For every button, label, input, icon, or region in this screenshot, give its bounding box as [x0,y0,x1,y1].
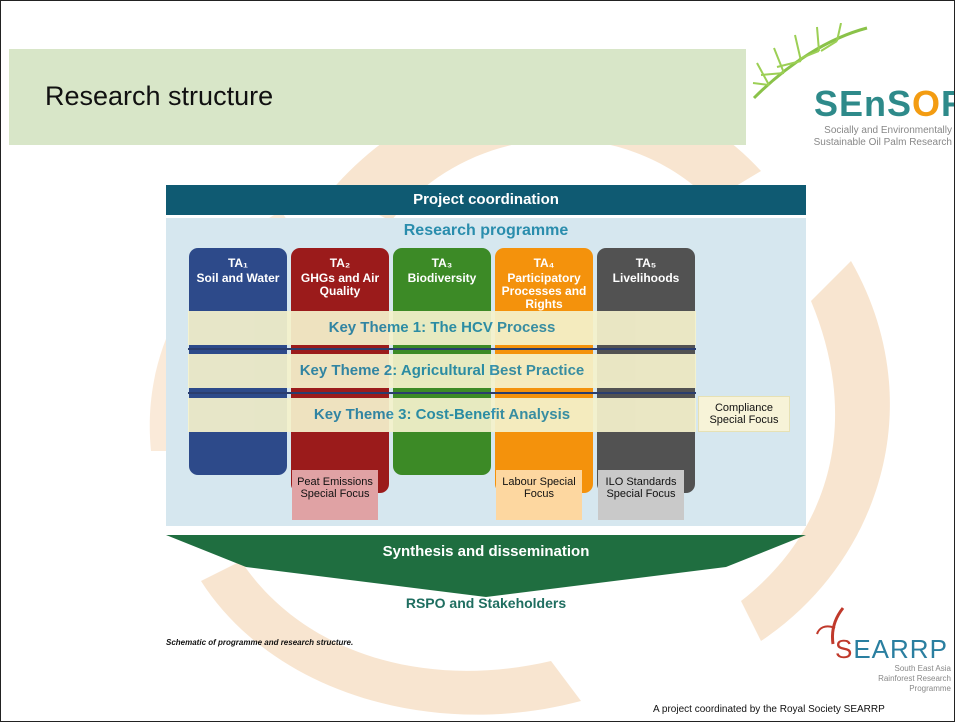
slide-title: Research structure [45,81,274,111]
labour-focus: Labour Special Focus [496,470,582,520]
searrp-wordmark-rest: EARRP [853,634,948,664]
searrp-wordmark: SEARRP [835,634,948,665]
ilo-standards-focus: ILO Standards Special Focus [598,470,684,520]
palm-frond-icon [752,23,868,100]
ta4-name: Participatory Processes and Rights [501,271,587,311]
down-arrow-shape [166,535,806,597]
research-programme-title: Research programme [403,222,569,239]
ta1-number: TA₁ [227,256,249,270]
sensor-wordmark: SEnSOR [814,83,954,125]
theme-divider [188,392,696,394]
diagram-caption: Schematic of programme and research stru… [166,638,354,647]
searrp-wordmark-s: S [835,634,854,664]
sensor-logo: SEnSOR Socially and Environmentally Sust… [749,23,954,158]
ta3-name: Biodiversity [407,271,477,285]
theme-divider [188,348,696,350]
footer-text: A project coordinated by the Royal Socie… [653,704,885,715]
research-structure-diagram: Project coordination Research programme … [166,185,806,625]
key-theme-1: Key Theme 1: The HCV Process [188,311,696,345]
project-coordination-bar: Project coordination [166,185,806,215]
key-theme-3: Key Theme 3: Cost-Benefit Analysis [188,398,696,432]
searrp-logo: SEARRP South East Asia Rainforest Resear… [813,606,953,704]
sensor-wordmark-o: O [912,83,942,124]
ta2-name: GHGs and Air Quality [300,271,380,298]
ta5-number: TA₅ [635,256,657,270]
searrp-tagline-line2: Rainforest Research [878,674,951,683]
searrp-tagline-line1: South East Asia [894,664,951,673]
ta5-name: Livelihoods [612,271,680,285]
searrp-tagline-line3: Programme [909,684,951,693]
ta2-number: TA₂ [329,256,351,270]
searrp-tagline: South East Asia Rainforest Research Prog… [853,664,951,694]
synthesis-arrow: Synthesis and dissemination [166,531,806,601]
sensor-wordmark-suffix: R [941,83,954,124]
sensor-wordmark-prefix: SEnS [814,83,913,124]
ta3-number: TA₃ [431,256,453,270]
research-programme-panel: Research programme TA₁ Soil and Water TA… [166,218,806,713]
title-bar: Research structure [9,49,746,145]
key-theme-2: Key Theme 2: Agricultural Best Practice [188,354,696,388]
sensor-tagline-line1: Socially and Environmentally [824,125,952,136]
ta1-name: Soil and Water [196,271,280,285]
ta4-number: TA₄ [533,256,555,270]
sensor-tagline-line2: Sustainable Oil Palm Research [813,137,952,148]
rspo-stakeholders-label: RSPO and Stakeholders [405,595,567,611]
compliance-focus: Compliance Special Focus [698,396,790,432]
sprout-icon [816,607,845,645]
peat-emissions-focus: Peat Emissions Special Focus [292,470,378,520]
synthesis-label: Synthesis and dissemination [382,543,590,560]
sensor-tagline: Socially and Environmentally Sustainable… [794,125,952,149]
